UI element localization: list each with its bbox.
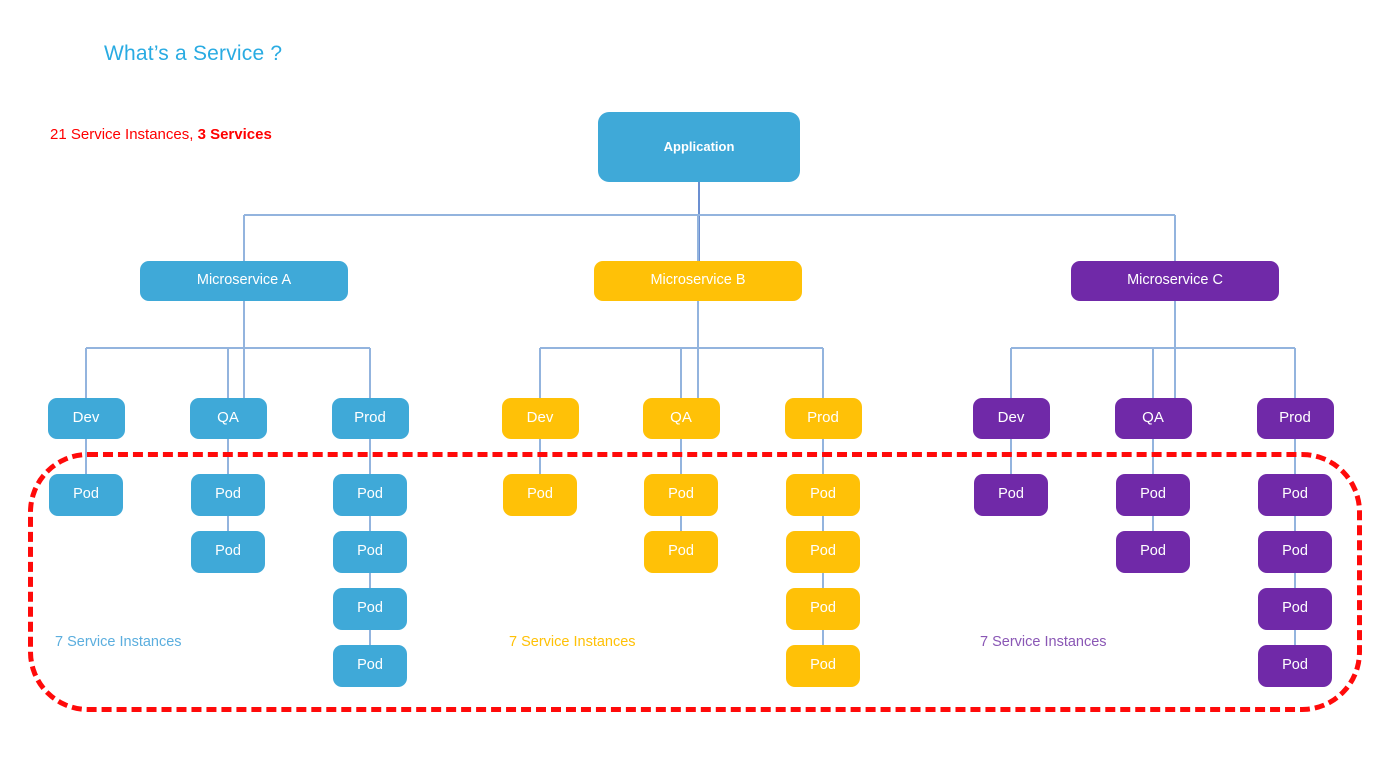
node-pod-a-1-1[interactable]: Pod bbox=[191, 531, 265, 573]
node-pod-c-2-0[interactable]: Pod bbox=[1258, 474, 1332, 516]
node-application[interactable]: Application bbox=[598, 112, 800, 182]
node-env-c-qa[interactable]: QA bbox=[1114, 398, 1192, 439]
node-pod-a-2-2[interactable]: Pod bbox=[333, 588, 407, 630]
node-env-b-dev[interactable]: Dev bbox=[501, 398, 579, 439]
connector-pod-b-1-1 bbox=[680, 516, 682, 531]
node-env-b-qa[interactable]: QA bbox=[642, 398, 720, 439]
node-pod-a-2-0[interactable]: Pod bbox=[333, 474, 407, 516]
summary-prefix: 21 Service Instances, bbox=[50, 126, 198, 143]
node-pod-b-2-2[interactable]: Pod bbox=[786, 588, 860, 630]
connector-microservice-b-stem bbox=[697, 301, 699, 398]
node-pod-c-1-0[interactable]: Pod bbox=[1116, 474, 1190, 516]
connector-microservice-a-stem bbox=[243, 301, 245, 398]
connector-pod-c-2-3 bbox=[1294, 630, 1296, 645]
node-pod-b-1-0[interactable]: Pod bbox=[644, 474, 718, 516]
node-pod-b-2-3[interactable]: Pod bbox=[786, 645, 860, 687]
node-pod-c-1-1[interactable]: Pod bbox=[1116, 531, 1190, 573]
connector-pod-c-1-0 bbox=[1152, 439, 1154, 474]
connector-pod-c-2-2 bbox=[1294, 573, 1296, 588]
node-pod-b-2-0[interactable]: Pod bbox=[786, 474, 860, 516]
connector-pod-a-0-0 bbox=[85, 439, 87, 474]
connector-env-c-2-drop bbox=[1294, 348, 1296, 398]
connector-env-a-2-drop bbox=[369, 348, 371, 398]
node-env-c-prod[interactable]: Prod bbox=[1256, 398, 1334, 439]
connector-pod-b-0-0 bbox=[539, 439, 541, 474]
connector-pod-b-2-1 bbox=[822, 516, 824, 531]
node-pod-b-2-1[interactable]: Pod bbox=[786, 531, 860, 573]
connector-env-a-0-drop bbox=[85, 348, 87, 398]
node-microservice-c[interactable]: Microservice C bbox=[1071, 261, 1279, 301]
connector-pod-a-2-1 bbox=[369, 516, 371, 531]
connector-pod-a-2-0 bbox=[369, 439, 371, 474]
node-pod-b-1-1[interactable]: Pod bbox=[644, 531, 718, 573]
connector-env-bus-c bbox=[1011, 347, 1295, 349]
connector-pod-a-2-3 bbox=[369, 630, 371, 645]
node-env-b-prod[interactable]: Prod bbox=[784, 398, 862, 439]
connector-env-a-1-drop bbox=[227, 348, 229, 398]
node-pod-b-0-0[interactable]: Pod bbox=[503, 474, 577, 516]
node-env-a-qa[interactable]: QA bbox=[189, 398, 267, 439]
node-env-c-dev[interactable]: Dev bbox=[972, 398, 1050, 439]
connector-pod-a-2-2 bbox=[369, 573, 371, 588]
connector-env-b-0-drop bbox=[539, 348, 541, 398]
node-microservice-a[interactable]: Microservice A bbox=[140, 261, 348, 301]
summary-caption: 21 Service Instances, 3 Services bbox=[50, 126, 272, 143]
connector-microservice-a-drop bbox=[243, 215, 245, 261]
connector-pod-c-1-1 bbox=[1152, 516, 1154, 531]
connector-env-b-1-drop bbox=[680, 348, 682, 398]
connector-env-c-1-drop bbox=[1152, 348, 1154, 398]
instances-label-a: 7 Service Instances bbox=[55, 634, 182, 650]
node-pod-c-2-1[interactable]: Pod bbox=[1258, 531, 1332, 573]
node-env-a-prod[interactable]: Prod bbox=[331, 398, 409, 439]
connector-application-stem bbox=[698, 182, 700, 261]
connector-pod-c-2-0 bbox=[1294, 439, 1296, 474]
node-pod-a-0-0[interactable]: Pod bbox=[49, 474, 123, 516]
connector-microservice-c-drop bbox=[1174, 215, 1176, 261]
node-pod-c-2-3[interactable]: Pod bbox=[1258, 645, 1332, 687]
node-pod-a-2-1[interactable]: Pod bbox=[333, 531, 407, 573]
connector-env-b-2-drop bbox=[822, 348, 824, 398]
connector-pod-b-2-0 bbox=[822, 439, 824, 474]
node-pod-a-2-3[interactable]: Pod bbox=[333, 645, 407, 687]
connector-pod-a-1-1 bbox=[227, 516, 229, 531]
connector-env-bus-a bbox=[86, 347, 370, 349]
connector-pod-c-2-1 bbox=[1294, 516, 1296, 531]
connector-microservice-c-stem bbox=[1174, 301, 1176, 398]
connector-env-bus-b bbox=[540, 347, 823, 349]
node-env-a-dev[interactable]: Dev bbox=[47, 398, 125, 439]
instances-label-b: 7 Service Instances bbox=[509, 634, 636, 650]
connector-pod-c-0-0 bbox=[1010, 439, 1012, 474]
connector-microservice-b-drop bbox=[697, 215, 699, 261]
node-microservice-b[interactable]: Microservice B bbox=[594, 261, 802, 301]
connector-pod-b-1-0 bbox=[680, 439, 682, 474]
node-pod-a-1-0[interactable]: Pod bbox=[191, 474, 265, 516]
connector-env-c-0-drop bbox=[1010, 348, 1012, 398]
page-title: What’s a Service ? bbox=[104, 42, 283, 65]
connector-pod-a-1-0 bbox=[227, 439, 229, 474]
instances-label-c: 7 Service Instances bbox=[980, 634, 1107, 650]
summary-emphasis: 3 Services bbox=[197, 126, 272, 143]
connector-pod-b-2-3 bbox=[822, 630, 824, 645]
connector-pod-b-2-2 bbox=[822, 573, 824, 588]
node-pod-c-2-2[interactable]: Pod bbox=[1258, 588, 1332, 630]
node-pod-c-0-0[interactable]: Pod bbox=[974, 474, 1048, 516]
connector-top-bus bbox=[244, 214, 1175, 216]
